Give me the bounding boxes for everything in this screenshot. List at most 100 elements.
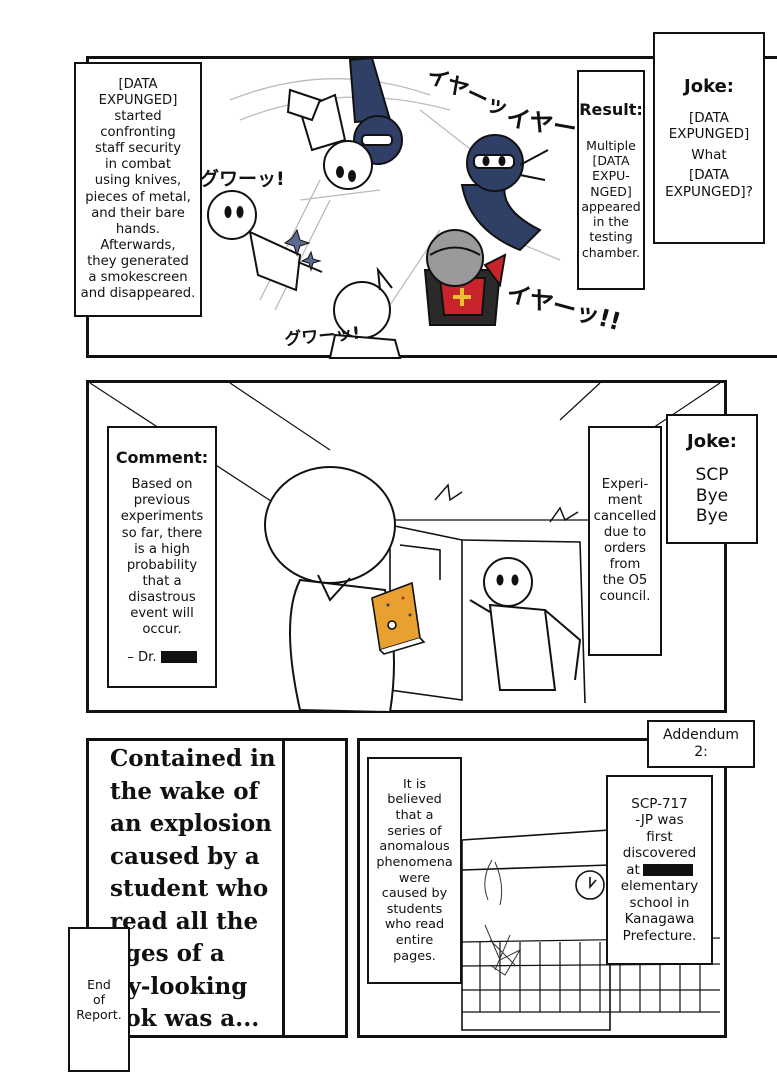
discovered-line: at xyxy=(626,861,640,878)
result-line: testing xyxy=(589,229,633,245)
knocked-staff-member xyxy=(207,190,323,292)
redacted-school-name xyxy=(642,863,693,877)
redacted-name xyxy=(160,650,197,664)
school-building xyxy=(461,829,611,1031)
believed-line: who read xyxy=(384,917,445,933)
cancel-line: due to xyxy=(603,524,647,540)
addendum-label: Addendum 2: xyxy=(647,720,755,768)
joke-line: Bye xyxy=(695,485,729,506)
believed-line: series of xyxy=(387,823,442,839)
caption-line: Afterwards, xyxy=(100,237,176,253)
joke-line: SCP xyxy=(695,464,729,485)
believed-line: caused by xyxy=(381,886,448,902)
comment-line: disastrous xyxy=(128,589,196,605)
caption-line: in combat xyxy=(104,157,171,173)
caption-line: and their bare xyxy=(91,205,185,221)
discovered-line: elementary xyxy=(620,878,699,895)
believed-line: that a xyxy=(395,808,434,824)
discovered-line: discovered xyxy=(622,845,697,862)
cancel-line: Experi- xyxy=(601,476,649,492)
panel-1-caption: [DATA EXPUNGED] started confronting staf… xyxy=(74,62,202,317)
cancel-line: the O5 xyxy=(602,573,648,589)
cancel-line: orders xyxy=(603,541,647,556)
result-line: [DATA xyxy=(592,153,630,168)
caption-line: they generated xyxy=(87,253,189,269)
believed-line: phenomena xyxy=(376,854,453,870)
cancel-line: cancelled xyxy=(593,508,657,524)
discovered-line: first xyxy=(646,828,673,845)
end-line: End xyxy=(87,976,111,992)
discovered-line: -JP was xyxy=(635,812,684,829)
caption-line: a smokescreen xyxy=(88,269,188,285)
leaping-ninja xyxy=(460,134,549,252)
explosion-text: Contained in the wake of an explosion ca… xyxy=(110,745,276,1032)
comment-signature: – Dr. xyxy=(127,650,197,666)
cancelled-box: Experi- ment cancelled due to orders fro… xyxy=(588,426,662,656)
result-box: Result: Multiple [DATA EXPU- NGED] appea… xyxy=(577,70,645,290)
believed-line: It is xyxy=(402,776,427,792)
discovered-line: school in xyxy=(629,894,690,911)
comment-line: occur. xyxy=(142,622,182,638)
discovered-at-row: at xyxy=(626,862,693,878)
joke-heading: Joke: xyxy=(687,430,737,452)
caption-line: started xyxy=(114,109,162,125)
caption-line: and disappeared. xyxy=(80,286,196,302)
cancel-line: from xyxy=(609,557,641,573)
result-line: EXPU- xyxy=(592,168,630,184)
comment-line: that a xyxy=(142,573,182,589)
falling-staff-member xyxy=(286,88,373,190)
discovered-line: Kanagawa xyxy=(624,911,695,928)
end-of-report-box: End of Report. xyxy=(68,927,130,1072)
researcher-reading-book xyxy=(264,466,396,714)
addendum-line: 2: xyxy=(694,744,708,760)
panel-3-divider xyxy=(282,738,285,1038)
end-line: Report. xyxy=(76,1007,122,1023)
cancel-line: ment xyxy=(607,492,643,508)
joke-line: Bye xyxy=(695,506,729,527)
result-heading: Result: xyxy=(579,100,643,120)
surprise-marks xyxy=(434,483,579,523)
caption-line: [DATA xyxy=(118,76,158,92)
explosion-crack xyxy=(484,859,522,976)
caption-line: EXPUNGED] xyxy=(98,92,178,108)
joke-line: [DATA xyxy=(688,167,730,184)
comment-line: Based on xyxy=(131,477,193,493)
result-line: NGED] xyxy=(590,183,632,199)
believed-box: It is believed that a series of anomalou… xyxy=(367,757,462,984)
comment-line: probability xyxy=(126,557,198,573)
end-line: of xyxy=(92,991,106,1007)
addendum-line: Addendum xyxy=(663,726,739,743)
comment-line: experiments xyxy=(120,509,204,525)
believed-line: students xyxy=(386,901,443,917)
comment-line: is a high xyxy=(134,541,190,557)
joke-box-2: Joke: SCP Bye Bye xyxy=(666,414,758,544)
cancel-line: council. xyxy=(599,589,651,605)
signature-text: – Dr. xyxy=(127,650,157,666)
result-line: Multiple xyxy=(586,137,636,153)
joke-line: EXPUNGED] xyxy=(668,126,750,143)
discovered-box: SCP-717 -JP was first discovered at elem… xyxy=(606,775,713,965)
believed-line: entire xyxy=(395,932,434,948)
shuriken-icon xyxy=(283,228,322,272)
result-line: appeared xyxy=(581,198,641,214)
frightened-student xyxy=(469,557,582,691)
sfx-guwa-1: グワーッ! xyxy=(200,167,285,190)
result-line: chamber. xyxy=(581,244,641,260)
caption-line: using knives, xyxy=(94,173,182,189)
comment-heading: Comment: xyxy=(115,447,209,467)
believed-line: pages. xyxy=(393,948,436,964)
caption-line: confronting xyxy=(100,125,176,141)
joke-line: [DATA xyxy=(688,109,730,126)
joke-heading: Joke: xyxy=(684,75,734,97)
result-line: in the xyxy=(593,214,629,229)
comment-box: Comment: Based on previous experiments s… xyxy=(107,426,217,688)
comment-line: so far, there xyxy=(121,525,203,541)
believed-line: anomalous xyxy=(379,839,450,855)
believed-line: were xyxy=(398,870,431,886)
caption-line: staff security xyxy=(94,141,182,157)
book-icon xyxy=(371,581,426,655)
joke-box-1: Joke: [DATA EXPUNGED] What [DATA EXPUNGE… xyxy=(653,32,765,244)
